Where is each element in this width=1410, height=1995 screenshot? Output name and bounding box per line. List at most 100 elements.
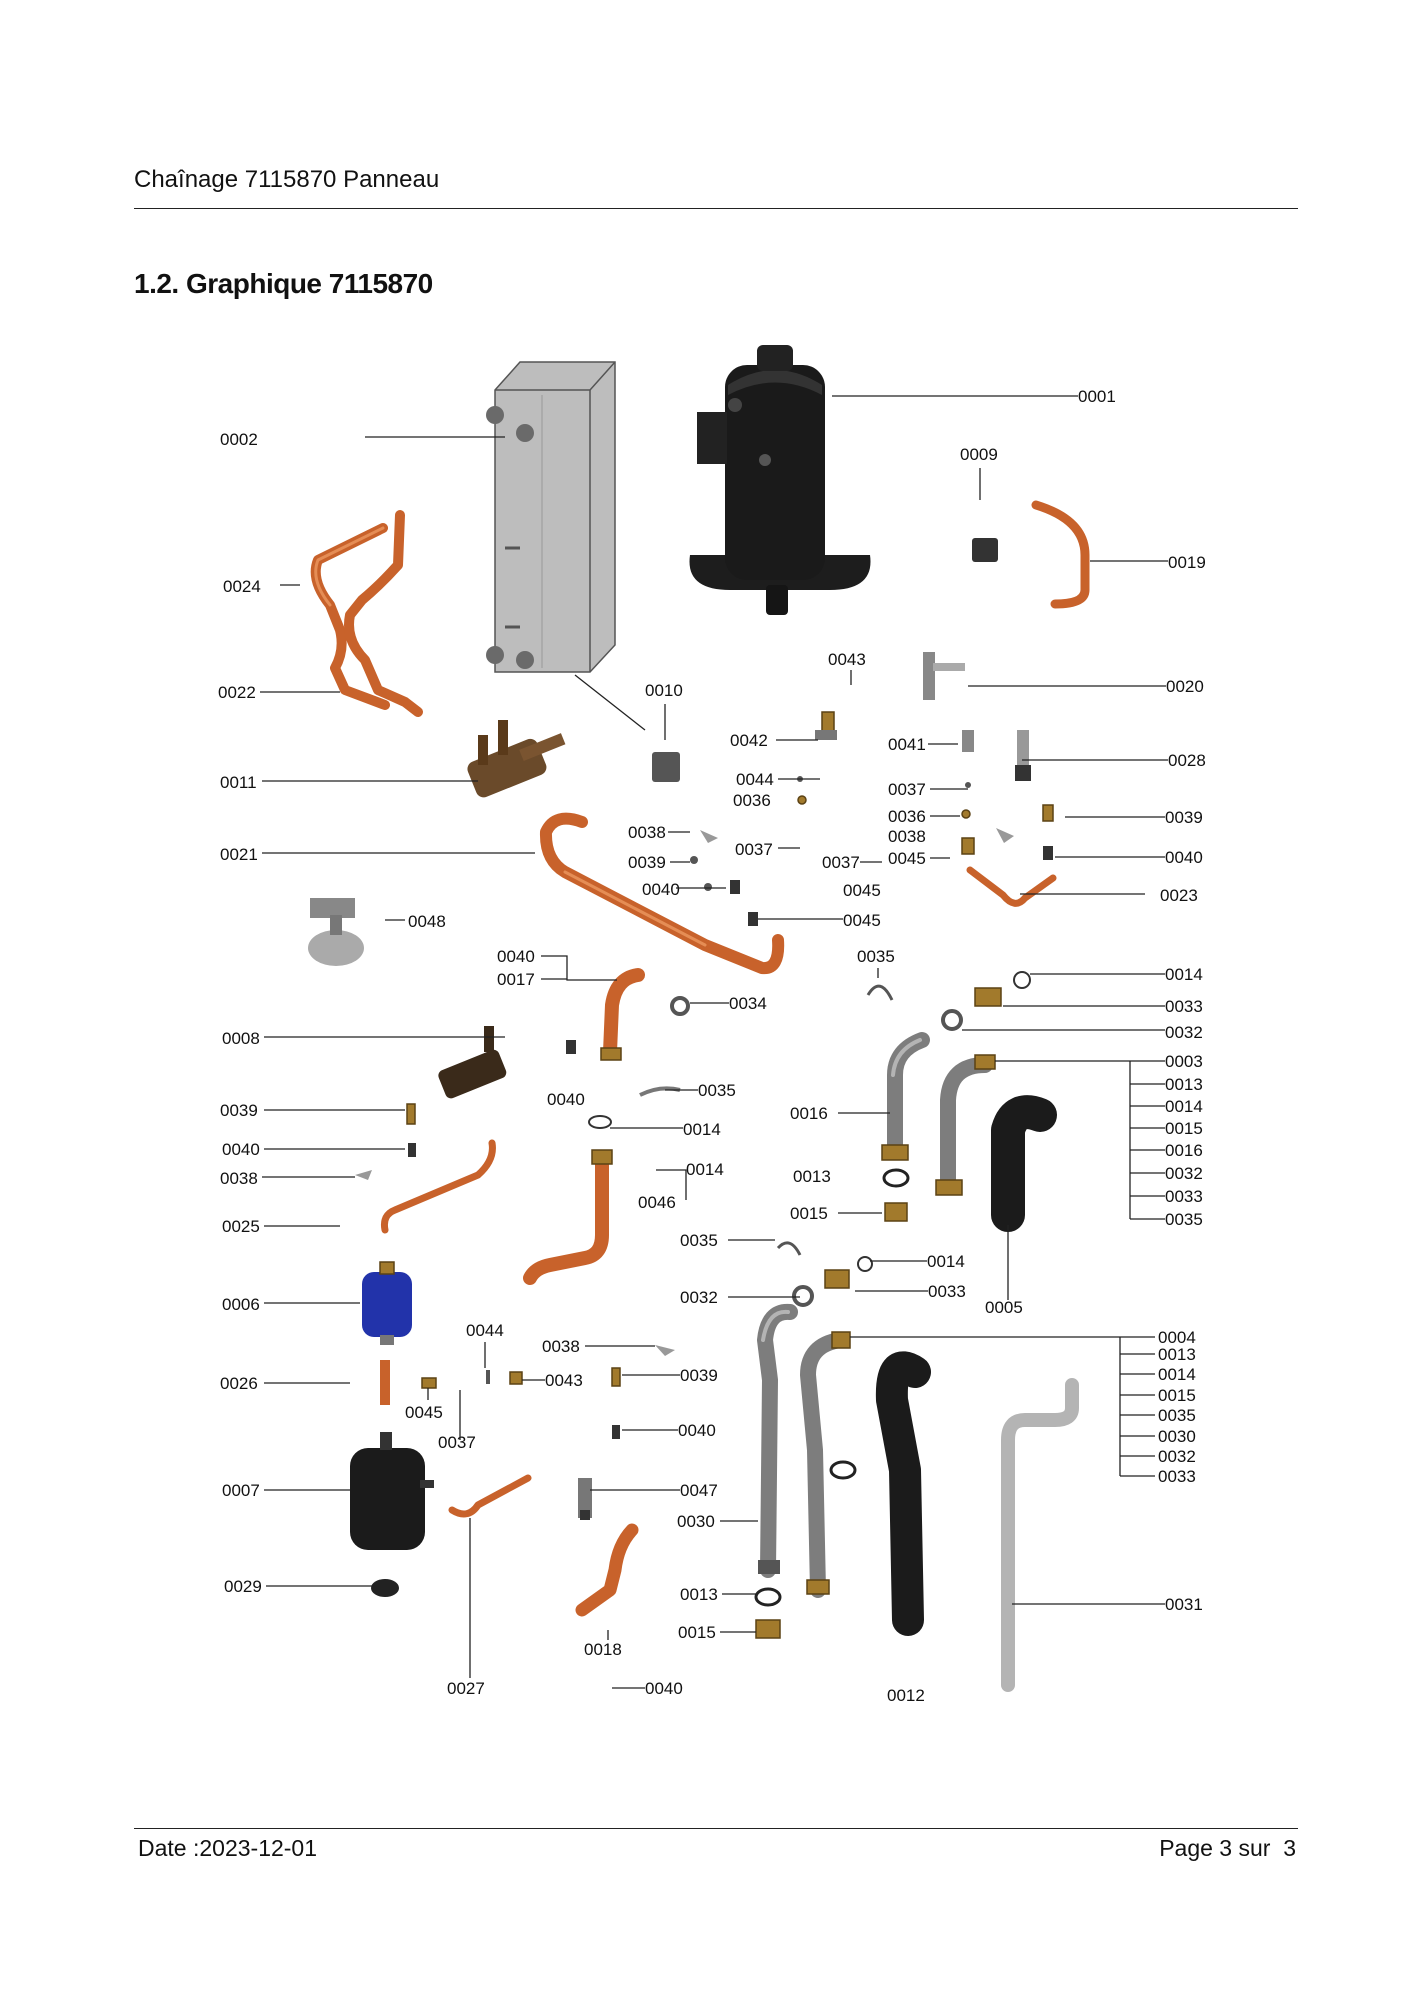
four-way-valve-part	[467, 720, 566, 798]
callout-label: 0033	[928, 1282, 966, 1301]
fittings-0014-0033-0032	[776, 971, 1031, 1307]
callout-label: 0035	[1165, 1210, 1203, 1229]
footer-page-number: Page 3 sur 3	[1159, 1835, 1296, 1862]
copper-pipe-0046	[523, 1149, 613, 1285]
callout-label: 0009	[960, 445, 998, 464]
copper-pipe-0018	[575, 1523, 639, 1617]
bracket-part	[355, 1170, 372, 1180]
callout-label: 0033	[1165, 1187, 1203, 1206]
page-number-text: Page 3 sur 3	[1159, 1835, 1296, 1861]
callout-label: 0032	[1165, 1023, 1203, 1042]
leader-lines	[260, 395, 1168, 1689]
callout-label: 0019	[1168, 553, 1206, 572]
callout-label: 0040	[642, 880, 680, 899]
callout-label: 0010	[645, 681, 683, 700]
callout-label: 0021	[220, 845, 258, 864]
callout-label: 0036	[888, 807, 926, 826]
callout-label: 0002	[220, 430, 258, 449]
callout-label: 0001	[1078, 387, 1116, 406]
callout-label: 0006	[222, 1295, 260, 1314]
callout-label: 0037	[822, 853, 860, 872]
callout-label: 0039	[680, 1366, 718, 1385]
callout-label: 0044	[466, 1321, 504, 1340]
callout-label: 0028	[1168, 751, 1206, 770]
copper-pipes-0022-0024	[310, 510, 423, 717]
small-valve-part	[566, 1040, 576, 1054]
callout-label: 0018	[584, 1640, 622, 1659]
receiver-tank-0006	[362, 1261, 412, 1345]
clamp-part	[639, 1086, 681, 1097]
cap-part-2	[612, 1425, 620, 1439]
copper-elbow-0017	[600, 968, 645, 1061]
callout-label: 0013	[1165, 1075, 1203, 1094]
callout-label: 0027	[447, 1679, 485, 1698]
callout-label: 0026	[220, 1374, 258, 1393]
grey-pipe-0004	[800, 1331, 851, 1598]
copper-pipe-0027	[448, 1474, 532, 1518]
callout-label: 0014	[927, 1252, 965, 1271]
grey-pipe-0016	[881, 1032, 930, 1161]
callout-label: 0020	[1166, 677, 1204, 696]
callout-label: 0014	[683, 1120, 721, 1139]
core-part	[486, 1370, 490, 1384]
callout-label: 0045	[888, 849, 926, 868]
solenoid-part	[652, 752, 680, 782]
callout-label: 0037	[888, 780, 926, 799]
callout-label: 0035	[698, 1081, 736, 1100]
valve-0047	[578, 1478, 592, 1520]
page-header-title: Chaînage 7115870 Panneau	[134, 166, 440, 193]
section-title: 1.2. Graphique 7115870	[134, 268, 433, 299]
callout-label: 0044	[736, 770, 774, 789]
compressor-part	[689, 345, 871, 615]
copper-pipe-0023	[966, 866, 1057, 907]
callout-label: 0033	[1165, 997, 1203, 1016]
callout-label: 0043	[545, 1371, 583, 1390]
o-ring-part	[588, 1115, 612, 1129]
copper-pipe-0021	[539, 812, 785, 975]
coil-part	[972, 538, 998, 562]
callout-label: 0014	[1158, 1365, 1196, 1384]
callout-label: 0030	[1158, 1427, 1196, 1446]
grey-pipe-0003	[935, 1054, 996, 1196]
cap-part	[509, 1371, 523, 1385]
callout-label: 0015	[1158, 1386, 1196, 1405]
valve-body-part	[438, 1026, 507, 1099]
nut-0015	[755, 1619, 781, 1639]
callout-label: 0038	[542, 1337, 580, 1356]
callout-label: 0029	[224, 1577, 262, 1596]
callout-label: 0040	[222, 1140, 260, 1159]
callout-label: 0024	[223, 577, 261, 596]
callout-label: 0031	[1165, 1595, 1203, 1614]
nut-part	[421, 1377, 437, 1389]
callout-label: 0040	[497, 947, 535, 966]
callout-label: 0038	[628, 823, 666, 842]
callout-label: 0003	[1165, 1052, 1203, 1071]
callout-label: 0040	[547, 1090, 585, 1109]
callout-label: 0015	[790, 1204, 828, 1223]
grey-pipe-0030	[757, 1303, 798, 1578]
callout-label: 0035	[857, 947, 895, 966]
callout-label: 0012	[887, 1686, 925, 1705]
valve-cap-part	[408, 1143, 416, 1157]
expansion-valve-part	[923, 652, 965, 700]
callout-label: 0023	[1160, 886, 1198, 905]
callout-label: 0042	[730, 731, 768, 750]
callout-label: 0015	[1165, 1119, 1203, 1138]
callout-label: 0034	[729, 994, 767, 1013]
header-divider	[134, 208, 1298, 209]
callout-label: 0015	[678, 1623, 716, 1642]
callout-label: 0036	[733, 791, 771, 810]
callout-label: 0004	[1158, 1328, 1196, 1347]
callout-label: 0007	[222, 1481, 260, 1500]
copper-pipe-0025	[381, 1139, 496, 1234]
callout-label: 0041	[888, 735, 926, 754]
callout-label: 0032	[1158, 1447, 1196, 1466]
callout-label: 0022	[218, 683, 256, 702]
callout-label: 0030	[677, 1512, 715, 1531]
o-ring-part-3	[754, 1587, 782, 1607]
callout-label: 0016	[790, 1104, 828, 1123]
footer-divider	[134, 1828, 1298, 1829]
callout-label: 0005	[985, 1298, 1023, 1317]
callout-label: 0038	[888, 827, 926, 846]
copper-pipe-0019	[1031, 500, 1090, 609]
